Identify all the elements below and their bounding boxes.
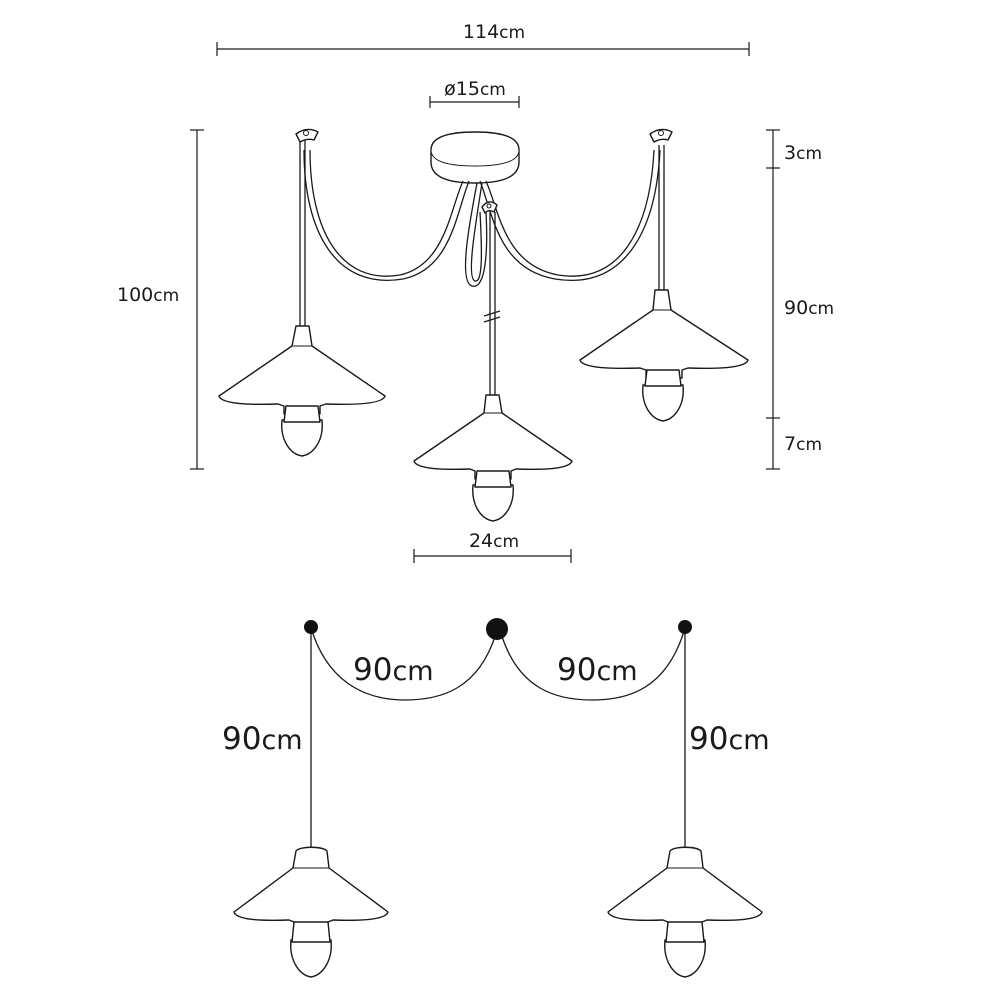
height-breakdown-dimension: 3cm 90cm 7cm <box>766 129 834 470</box>
left-pendant-lamp <box>218 325 386 457</box>
total-width-dimension: 114cm <box>216 21 750 56</box>
canopy-height-label: 3cm <box>784 142 822 164</box>
left-drop-label: 90cm <box>222 721 303 757</box>
total-width-label: 114cm <box>463 21 525 43</box>
shade-height-label: 7cm <box>784 433 822 455</box>
canopy-point <box>486 618 508 640</box>
shade-diameter-label: 24cm <box>469 530 519 552</box>
bottom-right-pendant-lamp <box>607 846 763 978</box>
bottom-schematic-view: 90cm 90cm 90cm 90cm <box>222 618 770 978</box>
right-span-label: 90cm <box>557 652 638 688</box>
canopy-diameter-dimension: ø15cm <box>429 78 520 108</box>
total-height-label: 100cm <box>117 284 179 306</box>
right-ceiling-hook <box>649 128 673 143</box>
left-ceiling-hook <box>295 128 319 143</box>
total-height-dimension: 100cm <box>117 129 204 470</box>
bottom-left-pendant-lamp <box>233 846 389 978</box>
canopy-diameter-label: ø15cm <box>444 78 506 100</box>
top-assembly-view: 114cm ø15cm 100cm 3cm 90cm 7cm <box>117 21 834 563</box>
cable-swags <box>310 627 686 852</box>
center-cable-hook <box>481 201 498 214</box>
ceiling-canopy <box>430 131 520 184</box>
cable-length-label: 90cm <box>784 297 834 319</box>
center-pendant-lamp <box>413 394 573 522</box>
left-hook-point <box>304 620 318 634</box>
right-hook-point <box>678 620 692 634</box>
right-drop-label: 90cm <box>689 721 770 757</box>
right-cable <box>479 145 665 292</box>
right-pendant-lamp <box>579 289 749 422</box>
center-cable <box>464 182 501 397</box>
left-span-label: 90cm <box>353 652 434 688</box>
shade-diameter-dimension: 24cm <box>413 530 572 563</box>
left-cable <box>299 140 470 328</box>
